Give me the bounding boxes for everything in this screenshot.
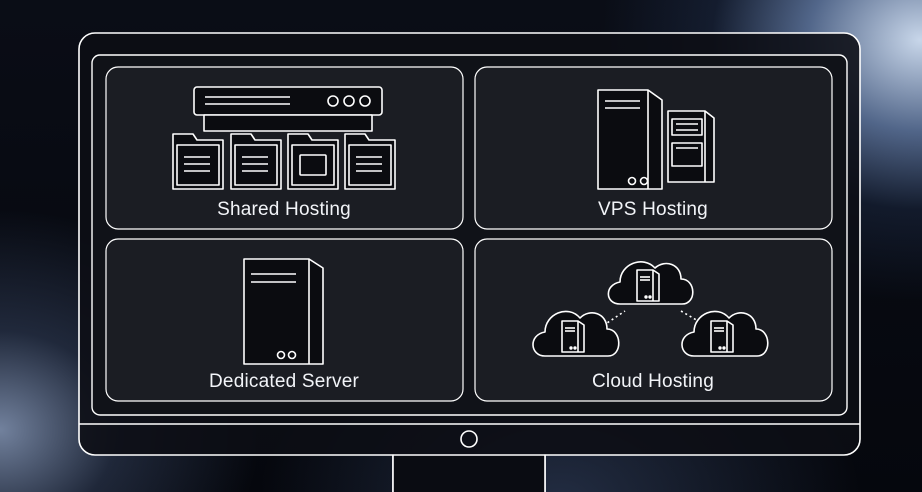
dedicated-server-label: Dedicated Server [209, 371, 359, 392]
shared-hosting-label: Shared Hosting [217, 199, 351, 220]
panel-cloud-hosting [474, 238, 833, 402]
shared-hosting-icon [172, 86, 396, 190]
monitor-stand [392, 454, 546, 492]
dedicated-server-icon [243, 258, 324, 365]
power-button-icon [460, 430, 478, 448]
cloud-hosting-label: Cloud Hosting [592, 371, 714, 392]
cloud-hosting-icon [532, 261, 769, 357]
vps-hosting-label: VPS Hosting [598, 199, 708, 220]
vps-hosting-icon [597, 89, 715, 190]
